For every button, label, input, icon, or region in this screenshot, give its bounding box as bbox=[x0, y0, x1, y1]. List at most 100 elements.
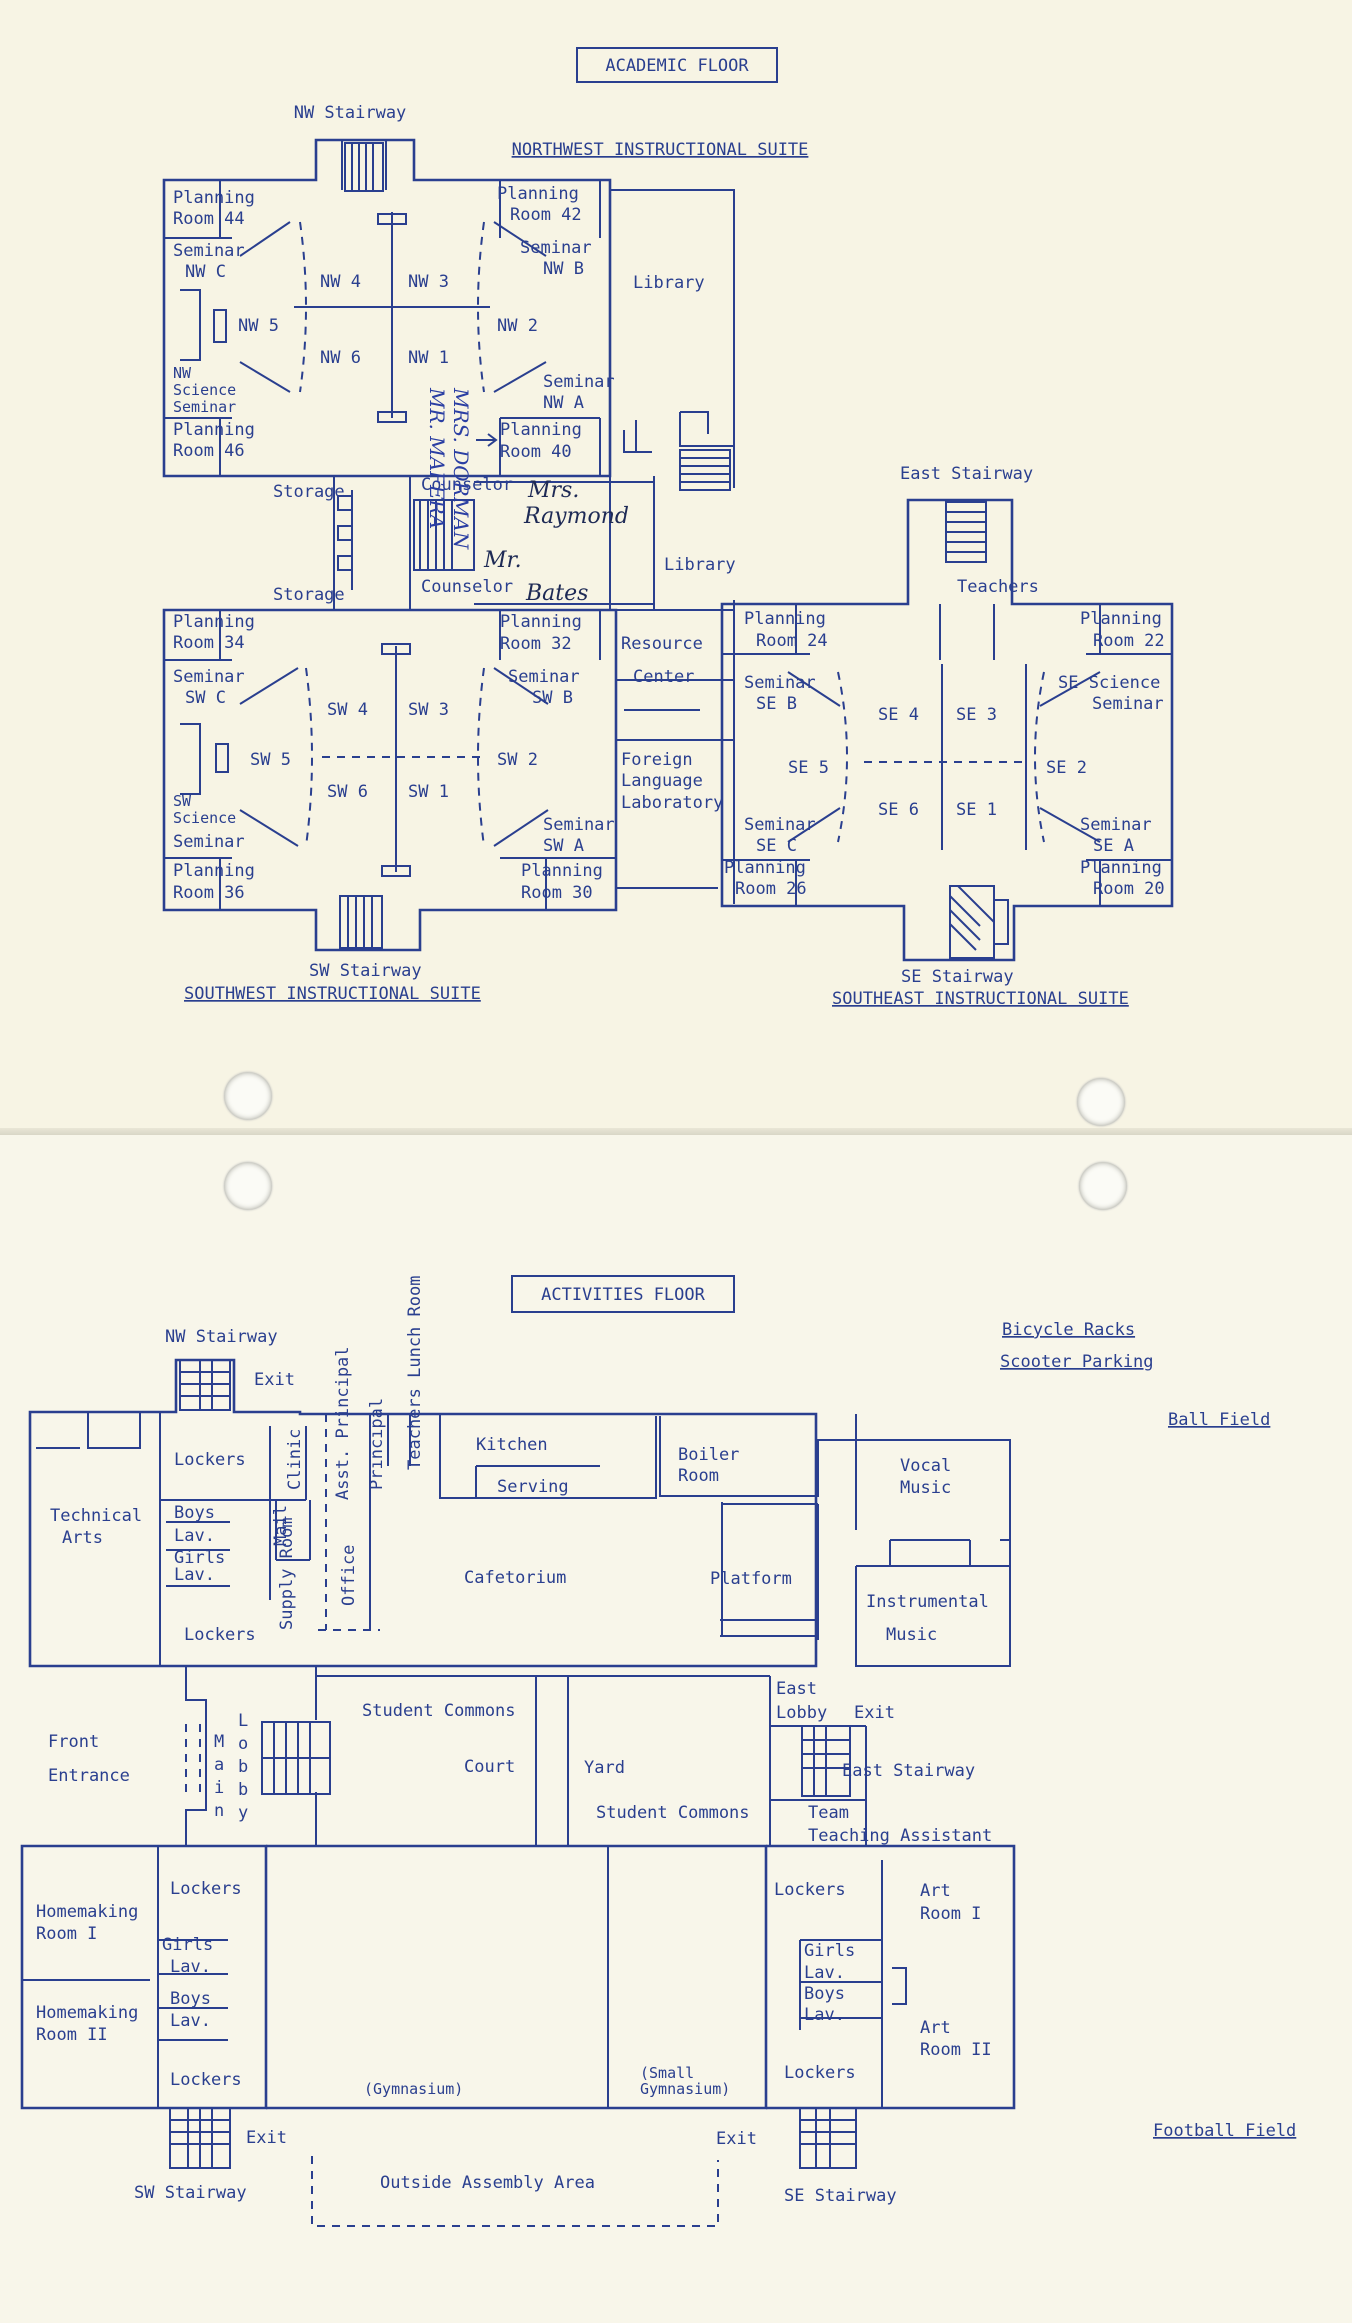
planning-42-label: Planning bbox=[497, 184, 579, 204]
seminar-nwc-label: Seminar bbox=[173, 241, 245, 261]
room-se4: SE 4 bbox=[878, 705, 919, 725]
room-se5: SE 5 bbox=[788, 758, 829, 778]
vocal-music-label: Vocal bbox=[900, 1456, 951, 1476]
girls-lav-sw-label: Girls bbox=[162, 1935, 213, 1955]
art-room-1-label: Art bbox=[920, 1881, 951, 1901]
court-label: Court bbox=[464, 1757, 515, 1777]
boys-lav-north-label: Boys bbox=[174, 1503, 215, 1523]
room-sw5: SW 5 bbox=[250, 750, 291, 770]
foreign-language-label-2: Language bbox=[621, 771, 703, 791]
office-label: Office bbox=[339, 1545, 359, 1606]
handwritten-mr: Mr. bbox=[483, 548, 522, 573]
planning-36-room: Room 36 bbox=[173, 883, 245, 903]
room-nw6: NW 6 bbox=[320, 348, 361, 368]
planning-24-room: Room 24 bbox=[756, 631, 828, 651]
handwritten-raymond: Raymond bbox=[523, 504, 629, 529]
supply-room-label: Supply Room bbox=[277, 1517, 297, 1630]
seminar-nwb-code: NW B bbox=[543, 259, 584, 279]
lobby-letter: b bbox=[238, 1757, 248, 1777]
planning-46-room: Room 46 bbox=[173, 441, 245, 461]
east-lobby-sub: Lobby bbox=[776, 1703, 827, 1723]
nw-suite-title: NORTHWEST INSTRUCTIONAL SUITE bbox=[512, 140, 809, 160]
instrumental-music-sub: Music bbox=[886, 1625, 937, 1645]
planning-34-room: Room 34 bbox=[173, 633, 245, 653]
boiler-room-label: Boiler bbox=[678, 1445, 739, 1465]
planning-30-room: Room 30 bbox=[521, 883, 593, 903]
planning-20-label: Planning bbox=[1080, 858, 1162, 878]
homemaking-2-sub: Room II bbox=[36, 2025, 108, 2045]
seminar-swb-label: Seminar bbox=[508, 667, 580, 687]
planning-40-room: Room 40 bbox=[500, 442, 572, 462]
main-letter: a bbox=[214, 1755, 224, 1775]
academic-title-box bbox=[576, 47, 778, 83]
art-room-2-sub: Room II bbox=[920, 2040, 992, 2060]
binder-hole bbox=[224, 1162, 272, 1210]
main-lobby-label: M a i n L o b b y bbox=[214, 1711, 248, 1823]
boys-lav-north-sub: Lav. bbox=[174, 1526, 215, 1546]
library-label-2: Library bbox=[664, 555, 736, 575]
room-nw2: NW 2 bbox=[497, 316, 538, 336]
planning-30-label: Planning bbox=[521, 861, 603, 881]
sw-stairway-label: SW Stairway bbox=[309, 961, 422, 981]
planning-22-label: Planning bbox=[1080, 609, 1162, 629]
seminar-nwb-label: Seminar bbox=[520, 238, 592, 258]
seminar-sea-label: Seminar bbox=[1080, 815, 1152, 835]
yard-label: Yard bbox=[584, 1758, 625, 1778]
room-sw2: SW 2 bbox=[497, 750, 538, 770]
exit-east-lobby-label: Exit bbox=[854, 1703, 895, 1723]
boys-lav-sw-sub: Lav. bbox=[170, 2011, 211, 2031]
room-sw6: SW 6 bbox=[327, 782, 368, 802]
nw-stair-icon bbox=[344, 142, 384, 192]
lockers-sw-2: Lockers bbox=[170, 2070, 242, 2090]
sw-suite-title: SOUTHWEST INSTRUCTIONAL SUITE bbox=[184, 984, 481, 1004]
se-science-label-2: Seminar bbox=[1092, 694, 1164, 714]
east-lobby-label: East bbox=[776, 1679, 817, 1699]
instrumental-music-label: Instrumental bbox=[866, 1592, 989, 1612]
room-sw3: SW 3 bbox=[408, 700, 449, 720]
lockers-se-2: Lockers bbox=[784, 2063, 856, 2083]
homemaking-1-label: Homemaking bbox=[36, 1902, 138, 1922]
scooter-parking-label: Scooter Parking bbox=[1000, 1352, 1154, 1372]
seminar-sea-code: SE A bbox=[1093, 836, 1134, 856]
seminar-swc-label: Seminar bbox=[173, 667, 245, 687]
act-east-stairway-label: East Stairway bbox=[842, 1761, 975, 1781]
lobby-letter: y bbox=[238, 1803, 248, 1823]
handwritten-mrs: Mrs. bbox=[527, 478, 579, 503]
nw-suite-walls bbox=[162, 138, 735, 491]
storage-label-2: Storage bbox=[273, 585, 345, 605]
girls-lav-se-sub: Lav. bbox=[804, 1963, 845, 1983]
act-sw-stairway-label: SW Stairway bbox=[134, 2183, 247, 2203]
boys-lav-se-label: Boys bbox=[804, 1984, 845, 2004]
student-commons-label-1: Student Commons bbox=[362, 1701, 516, 1721]
act-se-stairway-label: SE Stairway bbox=[784, 2186, 897, 2206]
seminar-nwc-code: NW C bbox=[185, 262, 226, 282]
activities-middle-walls bbox=[185, 1666, 867, 1846]
seminar-swa-code: SW A bbox=[543, 836, 584, 856]
binder-hole bbox=[1077, 1078, 1125, 1126]
lockers-north-2: Lockers bbox=[184, 1625, 256, 1645]
se-science-label-1: SE Science bbox=[1058, 673, 1160, 693]
room-nw4: NW 4 bbox=[320, 272, 361, 292]
seminar-sec-label: Seminar bbox=[744, 815, 816, 835]
se-suite-walls: East Stairway bbox=[720, 464, 1174, 962]
girls-lav-north-sub: Lav. bbox=[174, 1565, 215, 1585]
library-label: Library bbox=[633, 273, 705, 293]
act-se-stair-icon bbox=[799, 2107, 857, 2169]
seminar-swb-code: SW B bbox=[532, 688, 573, 708]
front-entrance-label: Front bbox=[48, 1732, 99, 1752]
room-sw1: SW 1 bbox=[408, 782, 449, 802]
seminar-nwa-label: Seminar bbox=[543, 372, 615, 392]
asst-principal-label: Asst. Principal bbox=[333, 1346, 353, 1500]
girls-lav-north-label: Girls bbox=[174, 1548, 225, 1568]
gymnasium-label: (Gymnasium) bbox=[364, 2080, 463, 2098]
binder-hole bbox=[224, 1072, 272, 1120]
exit-sw-label: Exit bbox=[246, 2128, 287, 2148]
activities-floor-page bbox=[0, 1135, 1352, 2323]
resource-center-label: Resource bbox=[621, 634, 703, 654]
mail-label: Mail bbox=[271, 1505, 291, 1546]
planning-46-label: Planning bbox=[173, 420, 255, 440]
planning-26-label: Planning bbox=[724, 858, 806, 878]
football-field-label: Football Field bbox=[1153, 2121, 1296, 2141]
girls-lav-se-label: Girls bbox=[804, 1941, 855, 1961]
planning-42-room: Room 42 bbox=[510, 205, 582, 225]
